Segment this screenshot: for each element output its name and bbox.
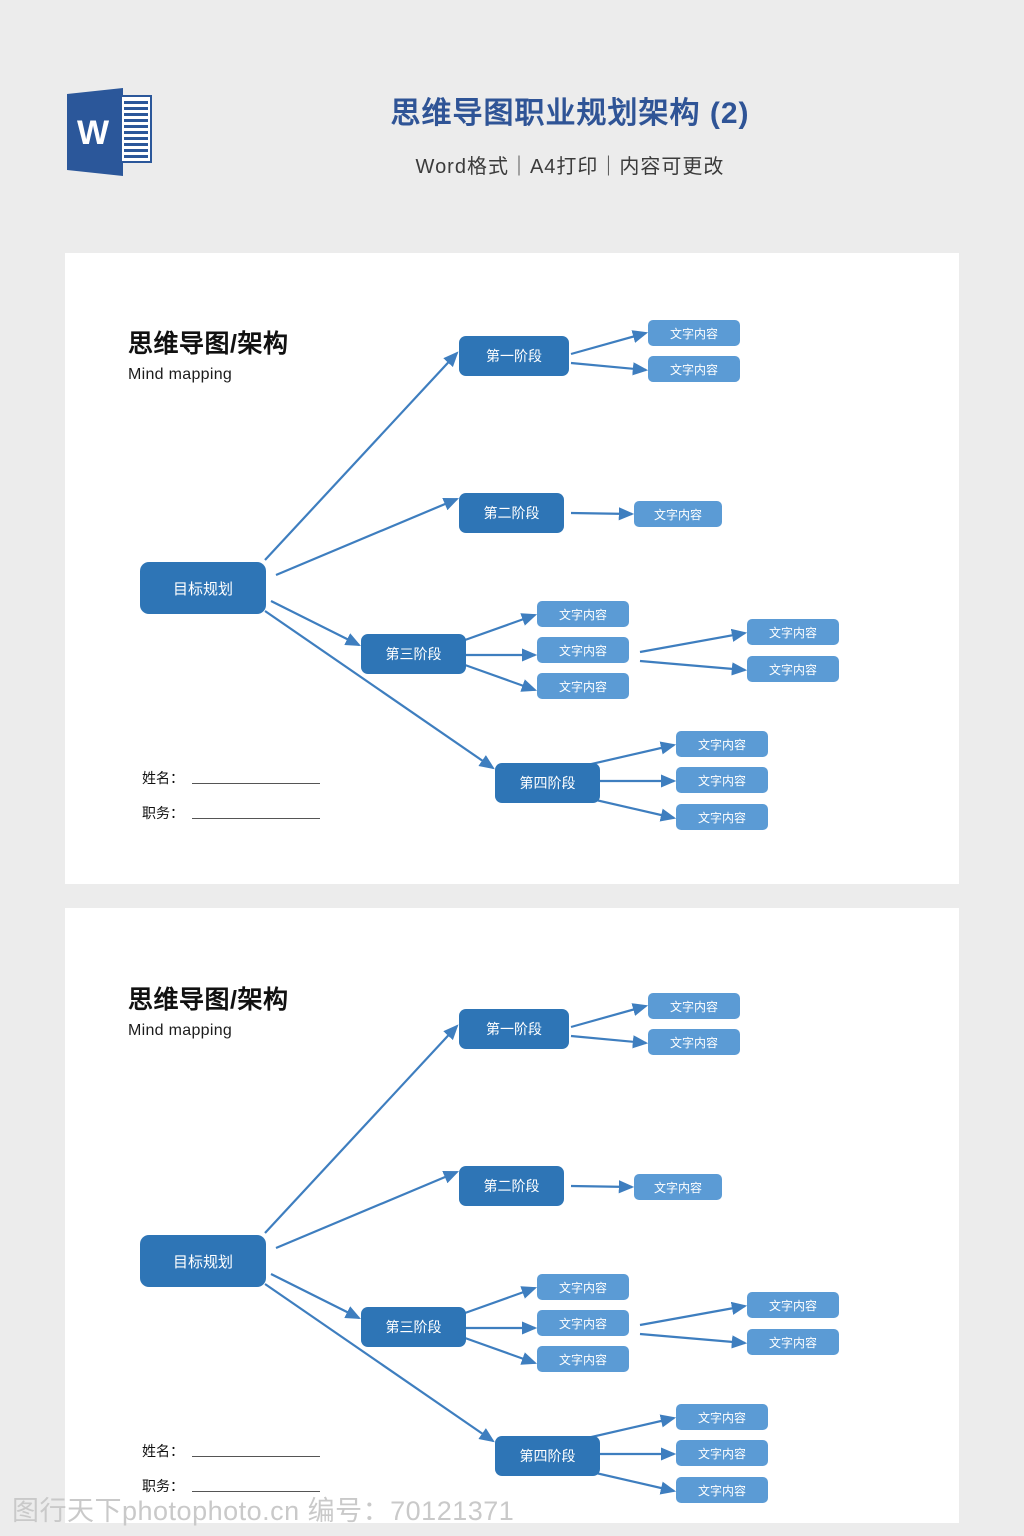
mindmap-leaf-node-4-1[interactable]: 文字内容 [676,731,768,757]
mindmap-subtitle: Mind mapping [128,1022,233,1039]
mindmap-leaf-node-4-1[interactable]: 文字内容 [676,1404,768,1430]
page-subtitle: Word格式｜A4打印｜内容可更改 [415,156,725,178]
mindmap-subleaf-node-3-1[interactable]: 文字内容 [747,619,839,645]
mindmap-leaf-node-1-2[interactable]: 文字内容 [648,1029,740,1055]
mindmap-root-node[interactable]: 目标规划 [140,1235,266,1287]
mindmap-stage-node-2[interactable]: 第二阶段 [459,1166,564,1206]
mindmap-subleaf-node-3-1[interactable]: 文字内容 [747,1292,839,1318]
mindmap-leaf-node-3-1[interactable]: 文字内容 [537,1274,629,1300]
mindmap-stage-node-4[interactable]: 第四阶段 [495,763,600,803]
page-title: 思维导图职业规划架构 (2) [390,97,750,130]
form-label-position: 职务： [142,805,184,821]
form-input-position[interactable] [192,1491,320,1492]
mindmap-leaf-node-1-1[interactable]: 文字内容 [648,993,740,1019]
mindmap-leaf-node-4-3[interactable]: 文字内容 [676,1477,768,1503]
document-page-2: 思维导图/架构 Mind mapping 目标规划 第一阶段 文字内容 文字内容… [65,908,959,1523]
mindmap-leaf-node-3-2[interactable]: 文字内容 [537,1310,629,1336]
form-input-name[interactable] [192,1456,320,1457]
mindmap-leaf-node-4-2[interactable]: 文字内容 [676,767,768,793]
mindmap-stage-node-2[interactable]: 第二阶段 [459,493,564,533]
svg-text:W: W [77,114,110,152]
form-label-name: 姓名： [142,770,184,786]
mindmap-subleaf-node-3-2[interactable]: 文字内容 [747,1329,839,1355]
mindmap-leaf-node-1-2[interactable]: 文字内容 [648,356,740,382]
mindmap-leaf-node-1-1[interactable]: 文字内容 [648,320,740,346]
mindmap-subtitle: Mind mapping [128,366,233,383]
mindmap-title: 思维导图/架构 [128,330,289,358]
word-logo-icon: W [63,88,155,176]
form-input-name[interactable] [192,783,320,784]
page-header: W 思维导图职业规划架构 (2) Word格式｜A4打印｜内容可更改 [0,0,1024,230]
form-label-position: 职务： [142,1478,184,1494]
mindmap-stage-node-1[interactable]: 第一阶段 [459,1009,569,1049]
mindmap-leaf-node-3-3[interactable]: 文字内容 [537,673,629,699]
mindmap-leaf-node-4-3[interactable]: 文字内容 [676,804,768,830]
mindmap-stage-node-1[interactable]: 第一阶段 [459,336,569,376]
form-field-position[interactable]: 职务： [142,804,320,822]
form-field-name[interactable]: 姓名： [142,769,320,787]
mindmap-leaf-node-2-1[interactable]: 文字内容 [634,501,722,527]
mindmap-leaf-node-3-1[interactable]: 文字内容 [537,601,629,627]
mindmap-leaf-node-3-3[interactable]: 文字内容 [537,1346,629,1372]
header-text-block: 思维导图职业规划架构 (2) Word格式｜A4打印｜内容可更改 [200,92,940,179]
form-field-name[interactable]: 姓名： [142,1442,320,1460]
form-label-name: 姓名： [142,1443,184,1459]
mindmap-stage-node-3[interactable]: 第三阶段 [361,634,466,674]
mindmap-leaf-node-4-2[interactable]: 文字内容 [676,1440,768,1466]
mindmap-subleaf-node-3-2[interactable]: 文字内容 [747,656,839,682]
mindmap-leaf-node-3-2[interactable]: 文字内容 [537,637,629,663]
document-page-1: 思维导图/架构 Mind mapping 目标规划 第一阶段 文字内容 文字内容… [65,253,959,884]
mindmap-root-node[interactable]: 目标规划 [140,562,266,614]
form-field-position[interactable]: 职务： [142,1477,320,1495]
mindmap-stage-node-4[interactable]: 第四阶段 [495,1436,600,1476]
form-input-position[interactable] [192,818,320,819]
mindmap-stage-node-3[interactable]: 第三阶段 [361,1307,466,1347]
mindmap-title: 思维导图/架构 [128,986,289,1014]
watermark-text: 图行天下photophoto.cn 编号：70121371 [12,1496,515,1526]
mindmap-leaf-node-2-1[interactable]: 文字内容 [634,1174,722,1200]
